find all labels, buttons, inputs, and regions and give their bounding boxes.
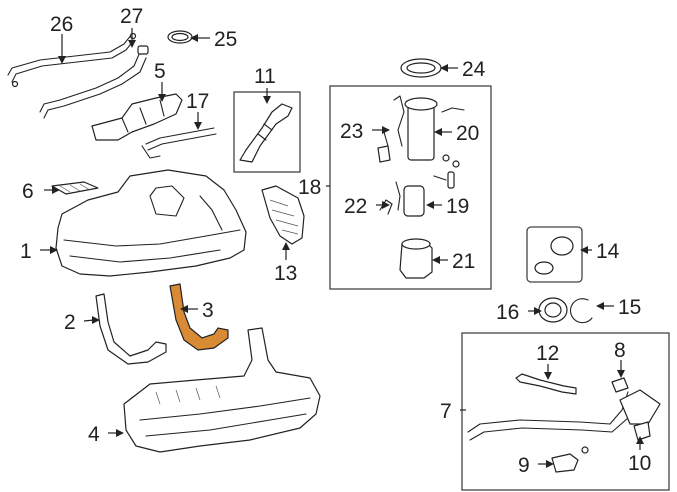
- frame-part-7: [461, 332, 670, 491]
- part-2-tank-band[interactable]: [95, 293, 167, 365]
- part-15-clamp-ring[interactable]: [570, 298, 593, 324]
- part-27-fuel-line[interactable]: [39, 45, 149, 119]
- part-11-filler-hose[interactable]: [239, 103, 293, 163]
- callout-27: 27: [120, 5, 143, 28]
- callout-21: 21: [452, 250, 475, 273]
- callout-19: 19: [446, 195, 469, 218]
- callout-15: 15: [618, 296, 641, 319]
- part-5-bracket[interactable]: [91, 93, 183, 141]
- callout-17: 17: [186, 90, 209, 113]
- callout-3: 3: [202, 299, 214, 322]
- callout-7: 7: [440, 400, 452, 423]
- part-16-filler-neck-cap[interactable]: [538, 297, 568, 323]
- part-12-breather-hose[interactable]: [515, 373, 577, 395]
- part-23-sender-gauge[interactable]: [377, 131, 391, 163]
- frame-part-18: [329, 85, 492, 290]
- callout-14: 14: [596, 240, 620, 263]
- part-7-filler-pipe[interactable]: [467, 389, 661, 441]
- callout-12: 12: [536, 342, 559, 365]
- part-3-tank-band-highlighted[interactable]: [169, 283, 229, 351]
- part-17-hose[interactable]: [141, 127, 217, 159]
- callout-labels: 26 27 25 5 17 6 1 2 3 4 11 13 18 24 23 2…: [20, 5, 651, 477]
- part-6-heat-insulator[interactable]: [51, 181, 99, 195]
- part-4-tank-shell[interactable]: [123, 327, 321, 453]
- part-9-mount[interactable]: [551, 446, 589, 473]
- callout-2: 2: [64, 311, 76, 334]
- part-21-filter-cup[interactable]: [399, 238, 433, 279]
- callout-5: 5: [154, 60, 166, 83]
- part-20-pump-assembly[interactable]: [393, 95, 465, 168]
- part-24-lock-ring[interactable]: [400, 58, 442, 78]
- callout-9: 9: [518, 454, 530, 477]
- callout-1: 1: [20, 240, 32, 263]
- callout-13: 13: [274, 262, 297, 285]
- part-19-fuel-pump[interactable]: [395, 171, 455, 217]
- callout-4: 4: [88, 423, 100, 446]
- part-14-fuel-cap[interactable]: [534, 236, 574, 275]
- callout-16: 16: [496, 301, 519, 324]
- callout-10: 10: [628, 452, 651, 475]
- part-10-bracket[interactable]: [633, 421, 651, 441]
- callout-18: 18: [298, 176, 321, 199]
- leaders: [40, 28, 644, 468]
- part-1-fuel-tank[interactable]: [55, 169, 247, 277]
- frame-part-14: [526, 226, 583, 283]
- callout-8: 8: [614, 339, 626, 362]
- callout-24: 24: [462, 58, 486, 81]
- callout-22: 22: [344, 195, 367, 218]
- part-8-clip[interactable]: [611, 377, 629, 393]
- callout-25: 25: [214, 28, 237, 51]
- callout-23: 23: [340, 120, 363, 143]
- callout-6: 6: [22, 180, 34, 203]
- callout-26: 26: [50, 13, 73, 36]
- callout-11: 11: [254, 65, 276, 88]
- part-13-protector[interactable]: [261, 185, 305, 245]
- part-25-gasket[interactable]: [167, 30, 193, 44]
- callout-20: 20: [456, 122, 479, 145]
